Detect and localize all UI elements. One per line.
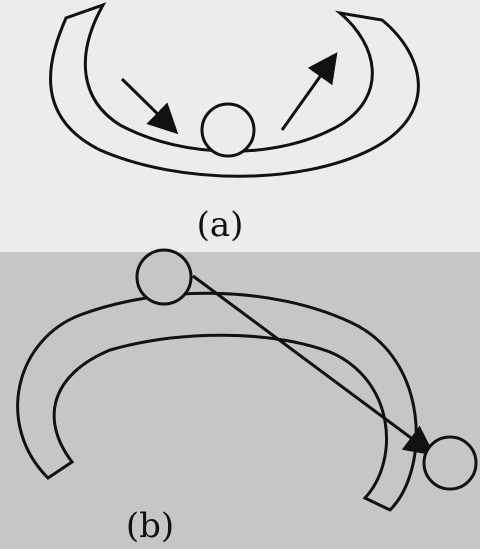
arrow-up-right [280,52,338,131]
ball-on-top [135,248,193,306]
bowl-track [49,2,420,178]
caption-a: (a) [197,205,244,245]
panel-b-background [0,252,480,549]
ball [200,102,256,158]
ball-flying-off [422,435,478,491]
arrow-down-left [120,77,179,135]
panel-a: (a) [49,2,420,245]
arrow-tangent [192,274,435,456]
panel-b: (b) [16,248,478,546]
arch-track [16,291,418,512]
caption-b: (b) [126,506,174,546]
